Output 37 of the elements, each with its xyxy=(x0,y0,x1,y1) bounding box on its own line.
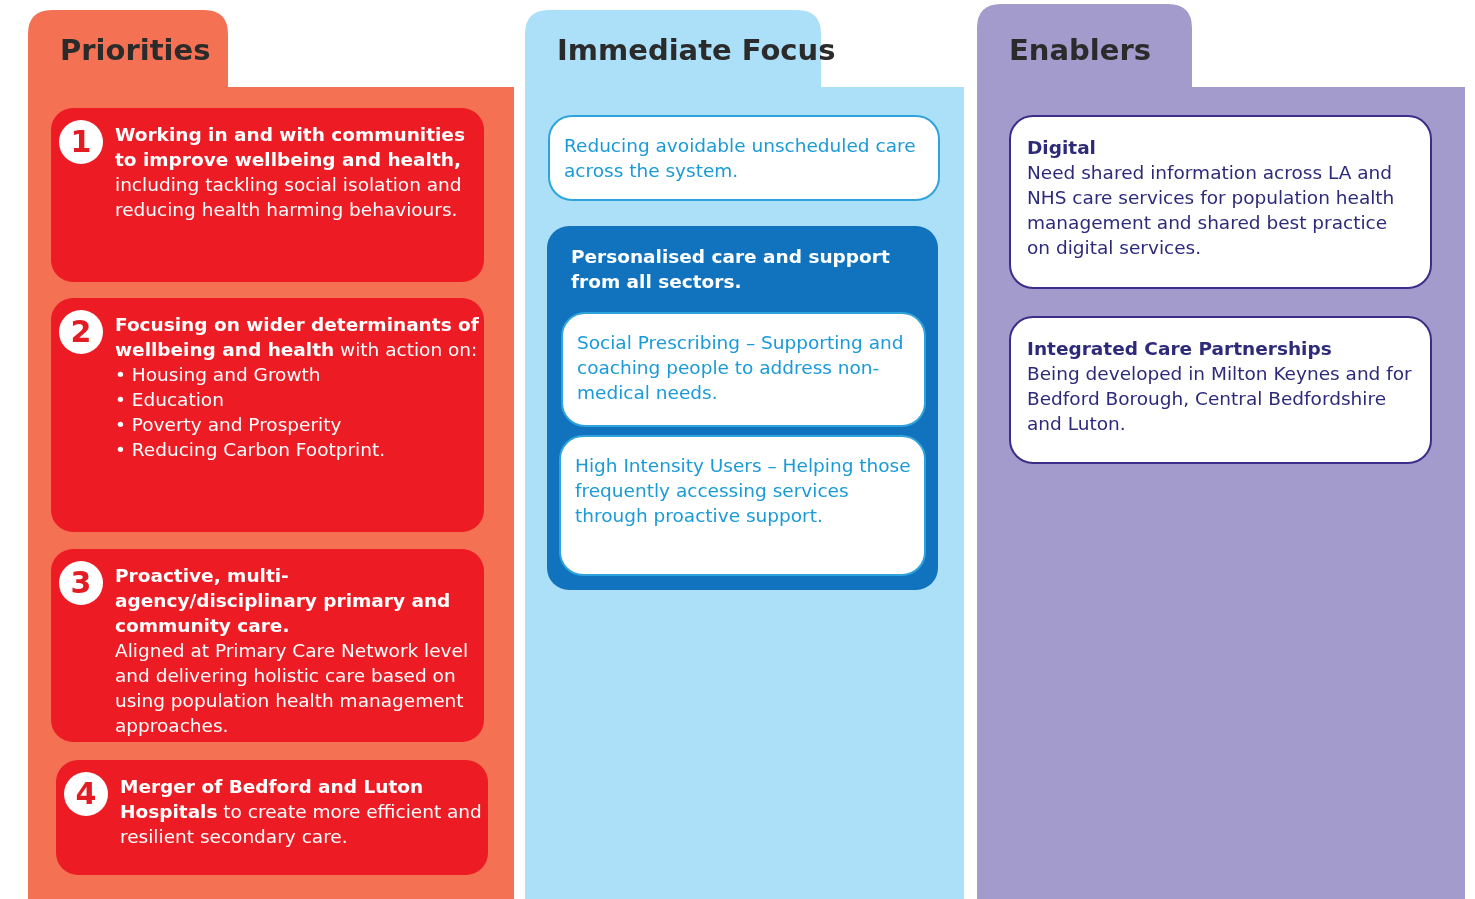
priority-card xyxy=(51,298,484,532)
focus-card xyxy=(559,435,926,576)
column-heading: Immediate Focus xyxy=(557,33,836,67)
column-heading: Enablers xyxy=(1009,33,1151,67)
card-heading: Integrated Care Partnerships xyxy=(1027,337,1333,361)
priority-card xyxy=(56,760,488,875)
column-panel xyxy=(525,10,964,899)
card-heading: Digital xyxy=(1027,136,1097,160)
number-badge: 2 xyxy=(59,310,103,354)
column-heading: Priorities xyxy=(60,33,211,67)
bullet-item: • Education xyxy=(115,388,225,412)
card-heading: Proactive, multi-agency/disciplinary primary and community care. xyxy=(115,564,452,638)
card-text: Being developed in Milton Keynes and for Bedford Borough, Central Bedfordshire and Luton. xyxy=(1027,362,1413,436)
card-text: Need shared information across LA and NHS care services for population health management and shared best practice on digital services. xyxy=(1027,161,1396,260)
card-heading: Personalised care and support from all sectors. xyxy=(571,245,891,294)
enabler-card xyxy=(1009,115,1432,289)
bullet-item: • Reducing Carbon Footprint. xyxy=(115,438,387,462)
card-text: Merger of Bedford and Luton Hospitals to create more efficient and resilient secondary care. xyxy=(120,775,483,849)
card-text: High Intensity Users – Helping those frequently accessing services through proactive support. xyxy=(575,454,912,528)
column-panel xyxy=(977,4,1465,899)
card-text: Aligned at Primary Care Network level and delivering holistic care based on using population health management approaches. xyxy=(115,639,470,738)
bullet-item: • Housing and Growth xyxy=(115,363,322,387)
number-badge: 4 xyxy=(64,772,108,816)
focus-card xyxy=(548,115,940,201)
focus-card xyxy=(561,312,926,427)
card-text: Focusing on wider determinants of wellbeing and health with action on: xyxy=(115,313,480,362)
priority-card xyxy=(51,108,484,282)
number-badge: 1 xyxy=(59,120,103,164)
bullet-item: • Poverty and Prosperity xyxy=(115,413,343,437)
priority-card xyxy=(51,549,484,742)
card-text: Reducing avoidable unscheduled care across the system. xyxy=(564,134,917,183)
enabler-card xyxy=(1009,316,1432,464)
column-panel xyxy=(28,10,514,899)
card-text: Working in and with communities to improve wellbeing and health, including tackling social isolation and reducing health harming behaviours. xyxy=(115,123,466,222)
card-text: Social Prescribing – Supporting and coaching people to address non-medical needs. xyxy=(577,331,905,405)
focus-group-panel xyxy=(547,226,938,590)
number-badge: 3 xyxy=(59,561,103,605)
